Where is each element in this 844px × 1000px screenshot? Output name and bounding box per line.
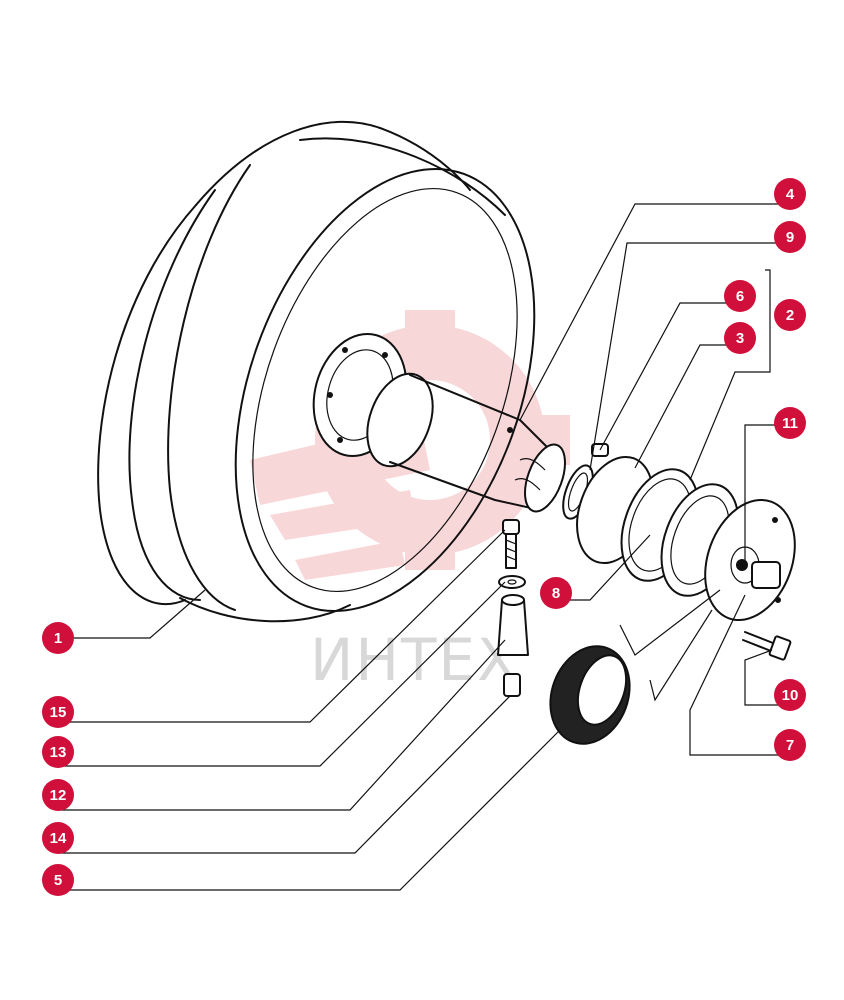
part-small-hardware (497, 519, 529, 697)
callout-2: 2 (774, 299, 806, 331)
callout-label: 13 (50, 744, 67, 761)
callout-label: 7 (786, 737, 794, 754)
part-shaft (366, 372, 566, 513)
callout-3: 3 (724, 322, 756, 354)
callout-5: 5 (42, 864, 74, 896)
callout-1: 1 (42, 622, 74, 654)
callout-11: 11 (774, 407, 806, 439)
callout-label: 8 (552, 585, 560, 602)
callout-label: 1 (54, 630, 62, 647)
callout-13: 13 (42, 736, 74, 768)
callout-12: 12 (42, 779, 74, 811)
callout-7: 7 (774, 729, 806, 761)
part-seal-5 (549, 645, 631, 745)
callout-label: 9 (786, 229, 794, 246)
callout-15: 15 (42, 696, 74, 728)
callout-label: 4 (786, 186, 795, 203)
callout-label: 12 (50, 787, 67, 804)
callout-label: 6 (736, 288, 744, 305)
callout-label: 5 (54, 872, 62, 889)
callout-label: 10 (782, 687, 799, 704)
callout-10: 10 (774, 679, 806, 711)
callout-6: 6 (724, 280, 756, 312)
callout-9: 9 (774, 221, 806, 253)
callout-label: 11 (782, 415, 798, 432)
callout-label: 15 (50, 704, 67, 721)
callout-8: 8 (540, 577, 572, 609)
part-bolt-10 (742, 631, 792, 661)
callout-4: 4 (774, 178, 806, 210)
callout-label: 3 (736, 330, 744, 347)
part-end-cap (704, 498, 796, 622)
callout-label: 2 (786, 307, 794, 324)
leader-lines (58, 203, 790, 891)
callout-14: 14 (42, 822, 74, 854)
callout-label: 14 (50, 830, 67, 847)
watermark-text: ИНТЕХ (310, 626, 519, 694)
